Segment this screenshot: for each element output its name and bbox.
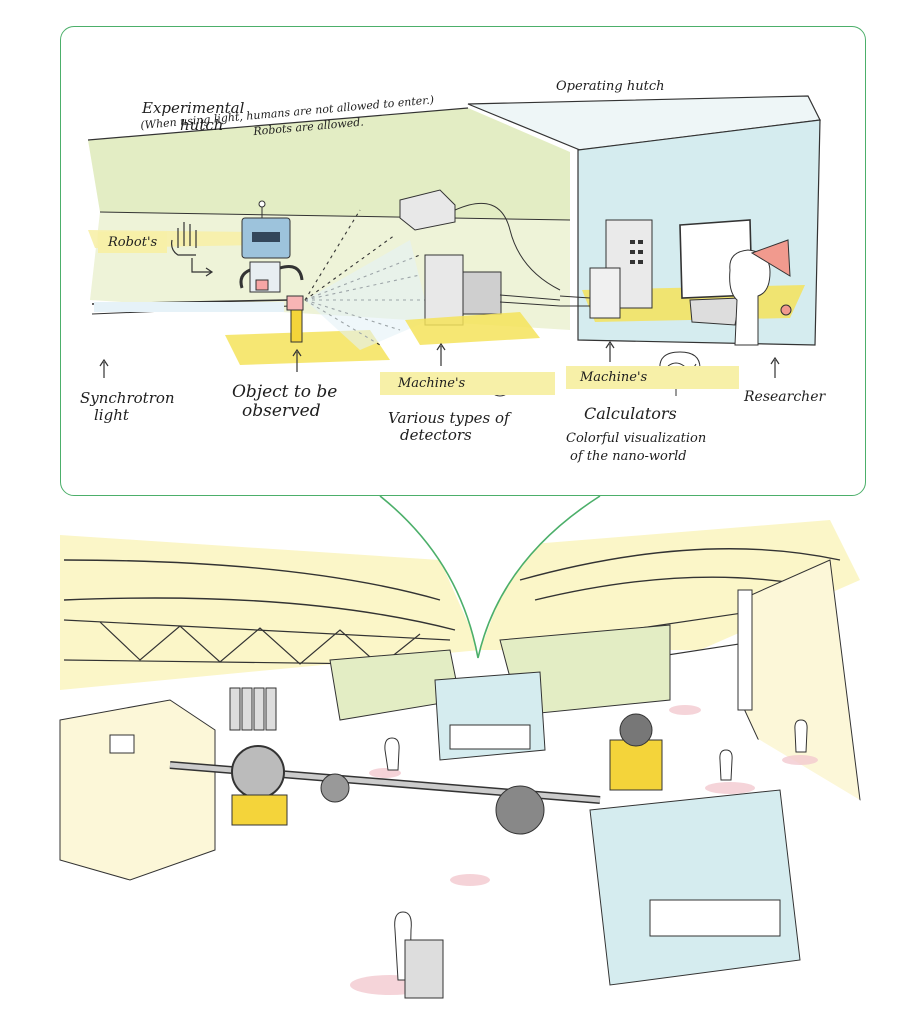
object-label: Object to be observed (232, 383, 337, 420)
detectors (399, 189, 591, 345)
synchrotron-line2: light (94, 405, 129, 424)
detectors-line1: Various types of (388, 409, 510, 427)
experimental-hutch-line1: Experimental (142, 99, 245, 117)
visualization-label: Colorful visualization of the nano-world (566, 431, 707, 465)
researcher-label: Researcher (744, 389, 826, 405)
experimental-hutch-walls (87, 107, 571, 330)
facility-scene (59, 495, 861, 1030)
synchrotron-label: Synchrotron light (80, 390, 175, 423)
cone-hat-icon (750, 239, 791, 277)
machines-eye-tag: Machine's (380, 372, 556, 395)
robot (239, 200, 304, 293)
computers (589, 219, 753, 326)
hand-icon (171, 222, 197, 256)
experimental-hutch-line2: hutch (180, 115, 224, 134)
synchrotron-line1: Synchrotron (80, 389, 175, 407)
label-arrows (99, 258, 780, 378)
robots-tag: Robot's (98, 232, 168, 253)
machines-brain-tag: Machine's (566, 366, 740, 389)
object-line2: observed (242, 400, 321, 421)
synchrotron-beam (91, 299, 291, 315)
calculators-label: Calculators (584, 404, 677, 423)
sample-object (286, 295, 304, 343)
visualization-line2: of the nano-world (570, 449, 687, 465)
experimental-hutch-title: Experimental hutch (142, 100, 244, 133)
researcher (729, 239, 792, 346)
object-line1: Object to be (232, 382, 338, 402)
visualization-line1: Colorful visualization (566, 431, 707, 446)
detectors-label: Various types of detectors (388, 410, 510, 443)
operating-hutch-title: Operating hutch (556, 79, 665, 94)
detectors-line2: detectors (400, 425, 472, 444)
scatter-glow (305, 240, 430, 350)
